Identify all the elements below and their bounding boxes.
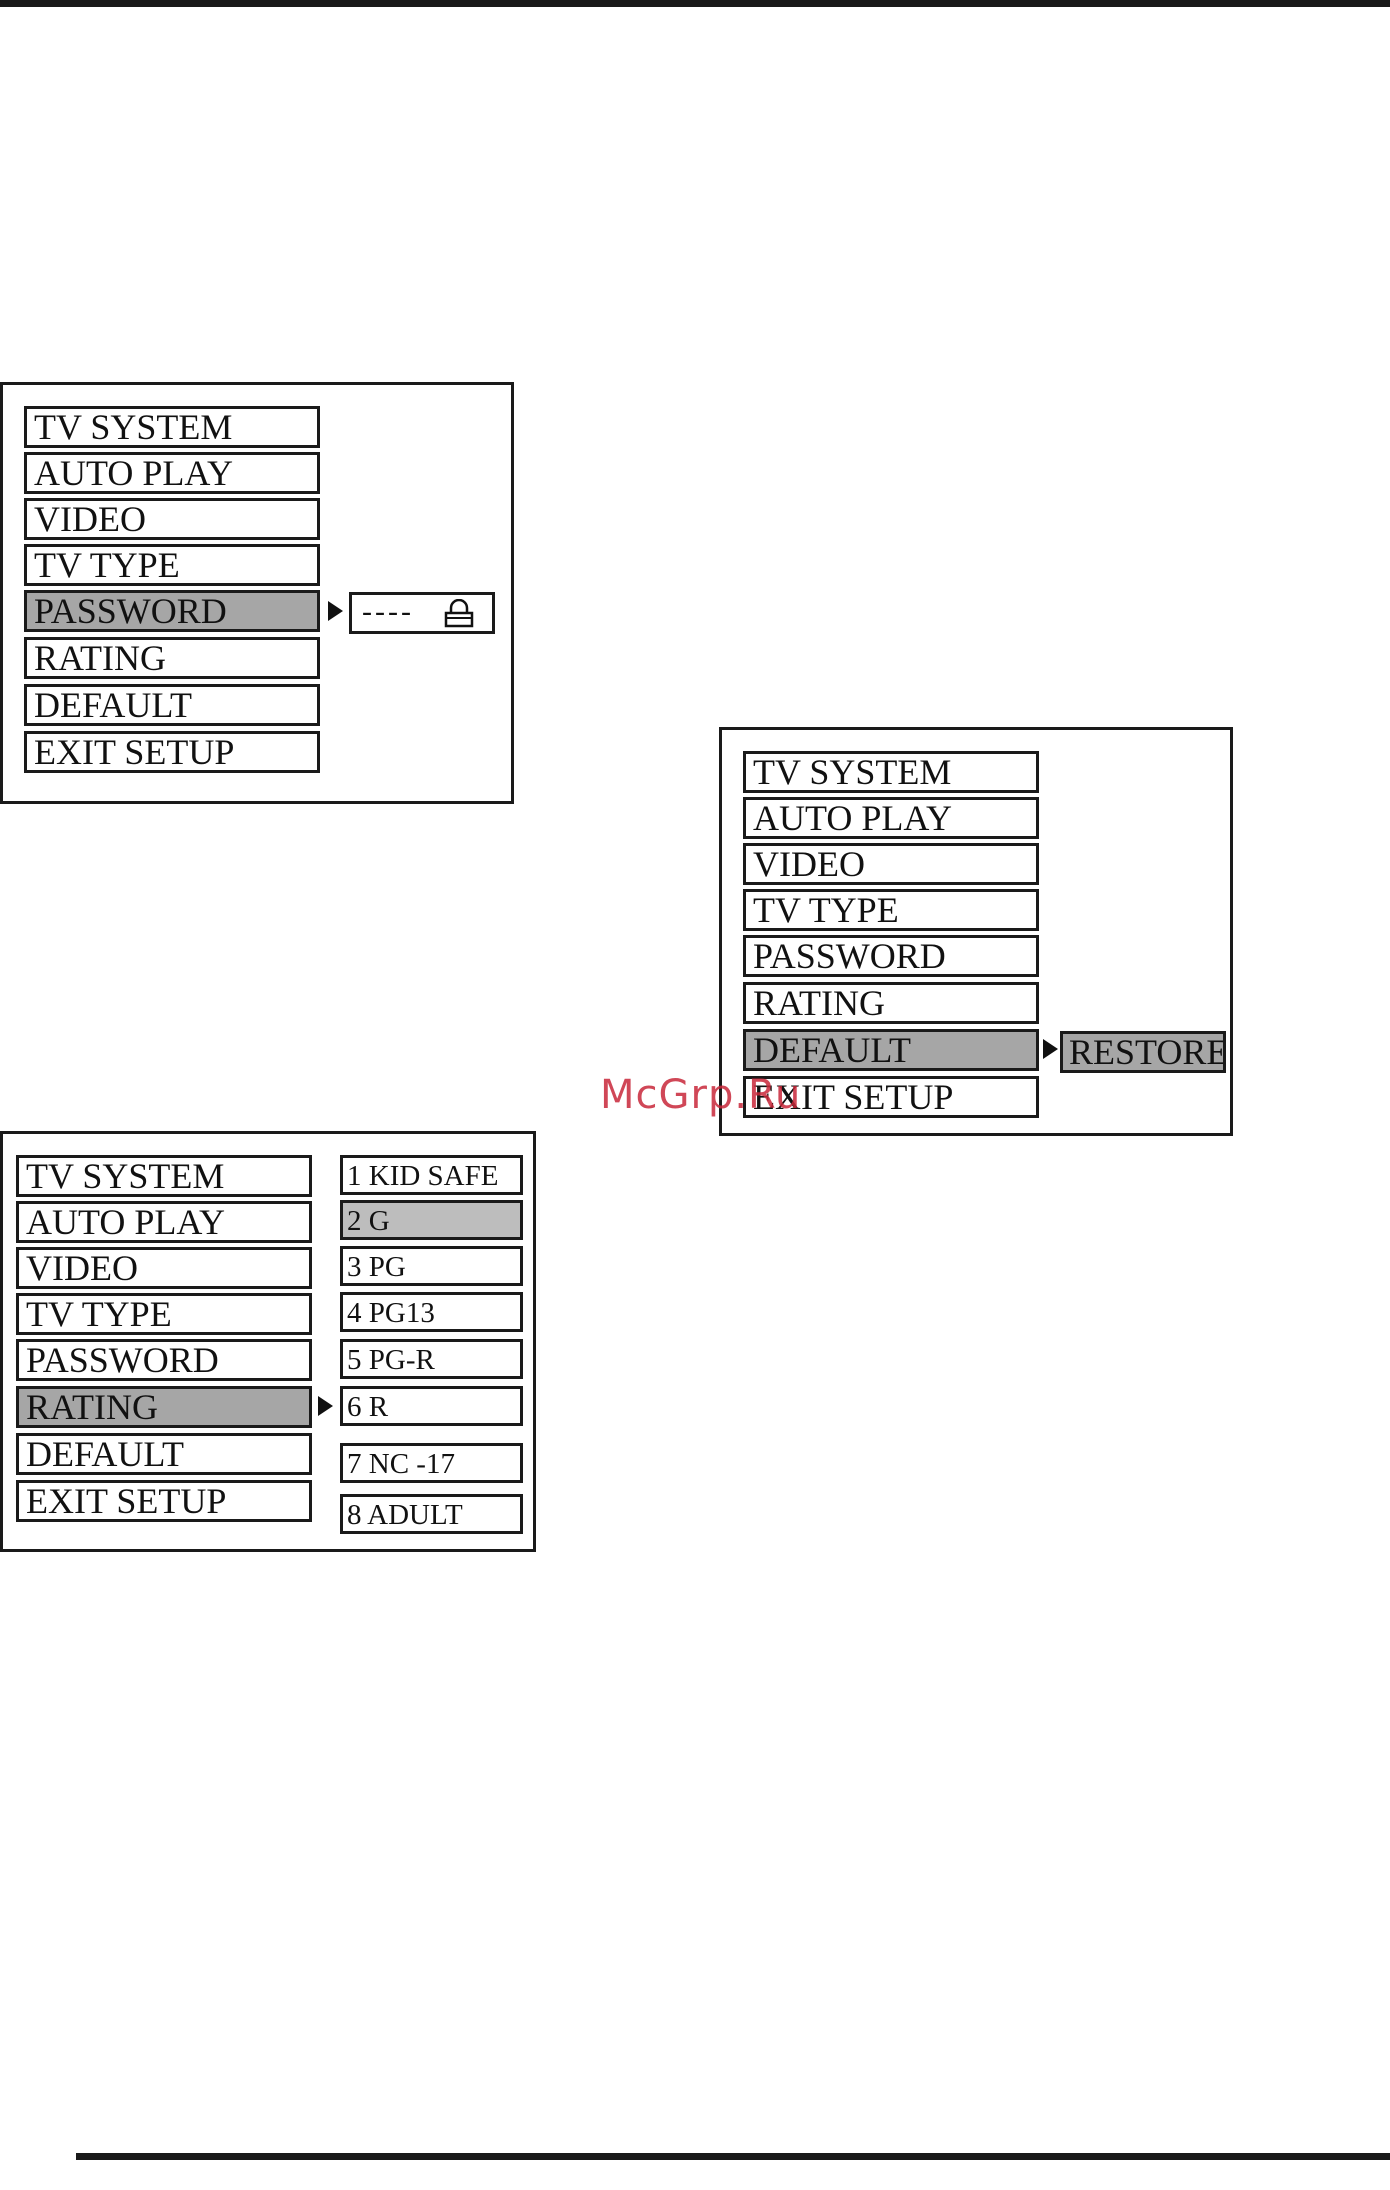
menu-item-default[interactable]: DEFAULT [743, 1029, 1039, 1071]
rating-option-1[interactable]: 1 KID SAFE [340, 1155, 523, 1195]
rating-option-8[interactable]: 8 ADULT [340, 1494, 523, 1534]
menu-item-video[interactable]: VIDEO [24, 498, 320, 540]
rating-option-5[interactable]: 5 PG-R [340, 1339, 523, 1379]
menu-item-tv-type[interactable]: TV TYPE [16, 1293, 312, 1335]
menu-item-password[interactable]: PASSWORD [24, 590, 320, 632]
rating-option-3[interactable]: 3 PG [340, 1246, 523, 1286]
menu-item-rating[interactable]: RATING [16, 1386, 312, 1428]
menu-item-auto-play[interactable]: AUTO PLAY [16, 1201, 312, 1243]
menu-item-tv-system[interactable]: TV SYSTEM [24, 406, 320, 448]
password-input-box[interactable]: ---- [349, 592, 495, 634]
menu-item-auto-play[interactable]: AUTO PLAY [743, 797, 1039, 839]
menu-item-rating[interactable]: RATING [24, 637, 320, 679]
menu-item-password[interactable]: PASSWORD [16, 1339, 312, 1381]
rating-option-6[interactable]: 6 R [340, 1386, 523, 1426]
submenu-arrow-icon [1043, 1039, 1058, 1059]
menu-item-video[interactable]: VIDEO [16, 1247, 312, 1289]
menu-item-rating[interactable]: RATING [743, 982, 1039, 1024]
top-rule [0, 0, 1390, 7]
restore-option[interactable]: RESTORE [1060, 1031, 1226, 1073]
menu-item-exit-setup[interactable]: EXIT SETUP [24, 731, 320, 773]
rating-menu-panel: TV SYSTEM AUTO PLAY VIDEO TV TYPE PASSWO… [0, 1131, 536, 1552]
menu-item-tv-type[interactable]: TV TYPE [24, 544, 320, 586]
rating-option-4[interactable]: 4 PG13 [340, 1292, 523, 1332]
menu-item-tv-type[interactable]: TV TYPE [743, 889, 1039, 931]
password-value: ---- [362, 595, 414, 629]
password-menu-panel: TV SYSTEM AUTO PLAY VIDEO TV TYPE PASSWO… [0, 382, 514, 804]
lock-icon [442, 599, 476, 629]
menu-item-exit-setup[interactable]: EXIT SETUP [16, 1480, 312, 1522]
submenu-arrow-icon [318, 1396, 333, 1416]
menu-item-default[interactable]: DEFAULT [24, 684, 320, 726]
bottom-rule [76, 2153, 1390, 2160]
menu-item-default[interactable]: DEFAULT [16, 1433, 312, 1475]
menu-item-auto-play[interactable]: AUTO PLAY [24, 452, 320, 494]
rating-option-2[interactable]: 2 G [340, 1200, 523, 1240]
menu-item-video[interactable]: VIDEO [743, 843, 1039, 885]
watermark: McGrp.Ru [600, 1072, 801, 1118]
menu-item-tv-system[interactable]: TV SYSTEM [743, 751, 1039, 793]
menu-item-password[interactable]: PASSWORD [743, 935, 1039, 977]
rating-option-7[interactable]: 7 NC -17 [340, 1443, 523, 1483]
submenu-arrow-icon [328, 601, 343, 621]
menu-item-tv-system[interactable]: TV SYSTEM [16, 1155, 312, 1197]
